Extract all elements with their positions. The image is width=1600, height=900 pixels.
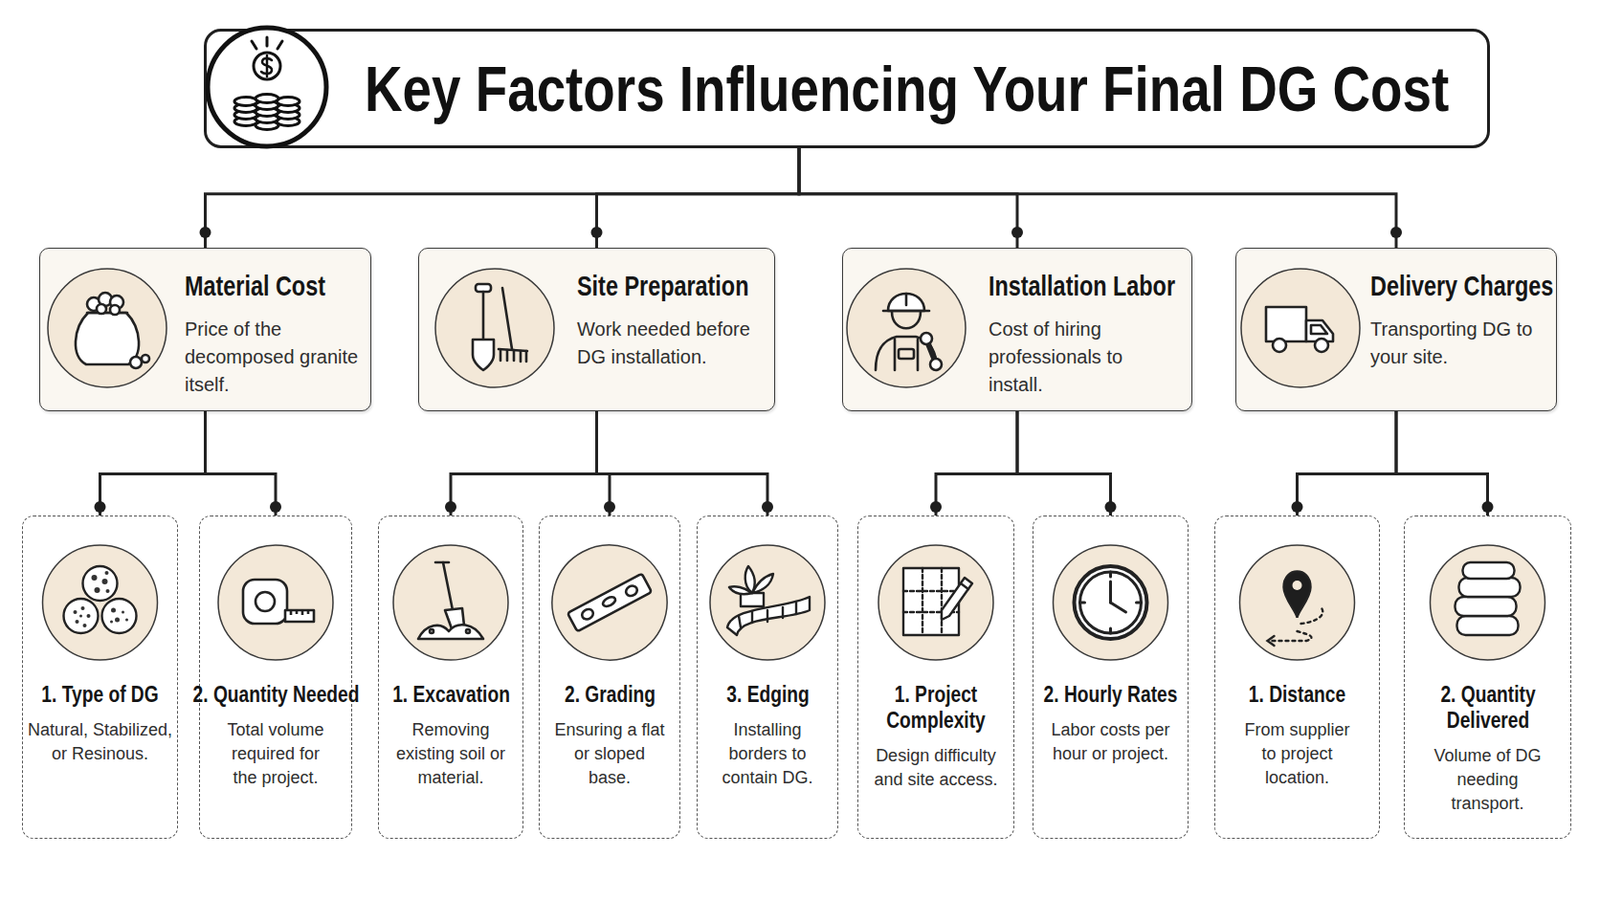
connector-line bbox=[205, 411, 277, 516]
box-heading: Delivery Charges bbox=[1370, 269, 1554, 303]
connector-line bbox=[450, 411, 598, 516]
connector-line bbox=[597, 411, 611, 516]
box-heading: 1. Project Complexity bbox=[859, 681, 1013, 734]
box-heading: Key Factors Influencing Your Final DG Co… bbox=[364, 57, 1449, 121]
box-description: Removing existing soil or material. bbox=[383, 718, 518, 791]
box-description: Total volume required for the project. bbox=[219, 718, 333, 791]
box-description: From supplier to project location. bbox=[1240, 718, 1356, 791]
connector-line bbox=[597, 148, 800, 248]
connector-dot bbox=[1482, 501, 1494, 513]
box-description: Installing borders to contain DG. bbox=[710, 718, 825, 791]
connector-line bbox=[1396, 411, 1489, 516]
box-heading: 2. Quantity Delivered bbox=[1411, 681, 1565, 734]
connector-dot bbox=[1105, 501, 1117, 513]
factor-box: 1. Project ComplexityDesign difficulty a… bbox=[857, 515, 1015, 840]
connector-dot bbox=[200, 226, 212, 239]
connector-line bbox=[1017, 411, 1112, 516]
connector-dot bbox=[1390, 226, 1402, 239]
connector-dot bbox=[94, 501, 107, 513]
box-heading: Material Cost bbox=[184, 269, 326, 303]
box-heading: Installation Labor bbox=[988, 269, 1176, 303]
connector-line bbox=[1297, 411, 1398, 516]
connector-line bbox=[799, 148, 1018, 248]
connector-dot bbox=[269, 501, 282, 513]
factor-box: 1. DistanceFrom supplier to project loca… bbox=[1214, 515, 1380, 840]
category-box: Site PreparationWork needed before DG in… bbox=[418, 247, 776, 412]
factor-box: 3. EdgingInstalling borders to contain D… bbox=[696, 515, 839, 840]
connector-dot bbox=[1011, 226, 1023, 239]
connector-line bbox=[597, 411, 769, 516]
box-description: Design difficulty and site access. bbox=[868, 744, 1003, 793]
box-heading: Site Preparation bbox=[577, 269, 749, 303]
connector-line bbox=[799, 148, 1397, 248]
factor-box: 2. Hourly RatesLabor costs per hour or p… bbox=[1032, 515, 1189, 840]
box-description: Ensuring a flat or sloped base. bbox=[553, 718, 667, 791]
box-heading: 2. Quantity Needed bbox=[189, 681, 362, 708]
connector-dot bbox=[444, 501, 457, 513]
connector-dot bbox=[603, 501, 616, 513]
factor-box: 2. Quantity NeededTotal volume required … bbox=[199, 515, 353, 840]
factor-box: 1. ExcavationRemoving existing soil or m… bbox=[377, 515, 524, 840]
factor-box: 2. GradingEnsuring a flat or sloped base… bbox=[538, 515, 681, 840]
box-heading: 1. Type of DG bbox=[14, 681, 187, 708]
category-box: Delivery ChargesTransporting DG to your … bbox=[1235, 247, 1557, 412]
connector-dot bbox=[930, 501, 942, 513]
connector-dot bbox=[761, 501, 774, 513]
connector-line bbox=[205, 148, 800, 248]
connector-line bbox=[100, 411, 206, 516]
title-box: Key Factors Influencing Your Final DG Co… bbox=[203, 28, 1490, 149]
box-description: Labor costs per hour or project. bbox=[1048, 718, 1174, 767]
category-box: Material CostPrice of the decomposed gra… bbox=[39, 247, 372, 412]
box-heading: 3. Edging bbox=[681, 681, 854, 708]
box-description: Work needed before DG installation. bbox=[577, 315, 769, 372]
connector-dot bbox=[591, 226, 603, 239]
box-heading: 2. Grading bbox=[523, 681, 696, 708]
box-description: Natural, Stabilized, or Resinous. bbox=[24, 718, 177, 767]
factor-box: 2. Quantity DeliveredVolume of DG needin… bbox=[1403, 515, 1572, 840]
connector-line bbox=[935, 411, 1018, 516]
category-box: Installation LaborCost of hiring profess… bbox=[842, 247, 1193, 412]
box-heading: 1. Distance bbox=[1211, 681, 1384, 708]
box-description: Transporting DG to your site. bbox=[1370, 315, 1534, 372]
factor-box: 1. Type of DGNatural, Stabilized, or Res… bbox=[22, 515, 178, 840]
box-heading: 1. Excavation bbox=[364, 681, 537, 708]
box-description: Cost of hiring professionals to install. bbox=[988, 315, 1166, 400]
box-description: Price of the decomposed granite itself. bbox=[184, 315, 367, 400]
box-description: Volume of DG needing transport. bbox=[1427, 744, 1548, 817]
box-heading: 2. Hourly Rates bbox=[1024, 681, 1198, 708]
connector-dot bbox=[1291, 501, 1304, 513]
